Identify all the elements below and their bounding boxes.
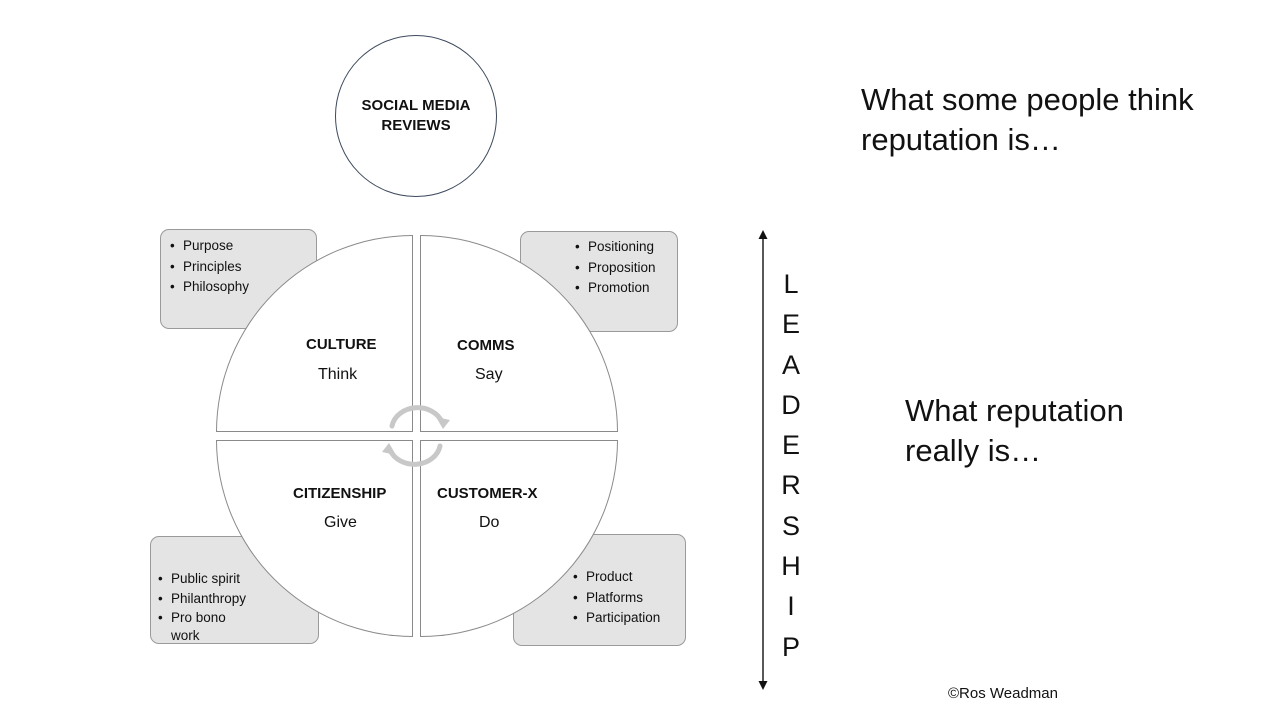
- comms-list: Positioning Proposition Promotion: [575, 237, 677, 299]
- leadership-letter: H: [781, 551, 801, 582]
- copyright-credit: ©Ros Weadman: [948, 685, 1058, 702]
- list-item: Proposition: [575, 258, 677, 279]
- list-item: Philosophy: [170, 277, 316, 298]
- leadership-letter: D: [781, 389, 801, 420]
- list-item: Philanthropy: [158, 589, 318, 609]
- leadership-letter: I: [787, 591, 795, 622]
- headline-top: What some people think reputation is…: [861, 82, 1194, 157]
- comms-verb: Say: [475, 366, 503, 383]
- culture-verb: Think: [318, 366, 358, 383]
- headline-bottom: What reputation really is…: [905, 393, 1124, 468]
- citizenship-verb: Give: [324, 514, 357, 531]
- list-item: Purpose: [170, 236, 316, 257]
- culture-list: Purpose Principles Philosophy: [170, 236, 316, 298]
- culture-title: CULTURE: [306, 336, 377, 353]
- leadership-letter: A: [781, 349, 800, 380]
- citizenship-list: Public spirit Philanthropy Pro bono work: [158, 569, 318, 645]
- list-item: Platforms: [573, 588, 685, 609]
- list-item: Promotion: [575, 278, 677, 299]
- leadership-letter: L: [783, 269, 799, 299]
- list-item: Pro bono work: [158, 609, 318, 645]
- list-item: Principles: [170, 257, 316, 278]
- social-media-reviews-label: SOCIAL MEDIA REVIEWS: [361, 97, 471, 134]
- list-item: Public spirit: [158, 569, 318, 589]
- leadership-letter: P: [781, 631, 800, 662]
- leadership-letter: E: [781, 309, 800, 340]
- list-item: Positioning: [575, 237, 677, 258]
- citizenship-title: CITIZENSHIP: [293, 485, 387, 502]
- comms-title: COMMS: [457, 337, 515, 354]
- list-item: Product: [573, 567, 685, 588]
- customer-verb: Do: [479, 514, 500, 531]
- leadership-letter: R: [781, 470, 801, 501]
- list-item-line: work: [171, 628, 200, 643]
- leadership-double-arrow-icon: [758, 230, 768, 690]
- customer-list: Product Platforms Participation: [573, 567, 685, 629]
- customer-title: CUSTOMER-X: [437, 485, 538, 502]
- leadership-label: L E A D E R S H I P: [771, 264, 811, 667]
- leadership-letter: E: [781, 430, 800, 461]
- list-item: Participation: [573, 608, 685, 629]
- social-media-reviews-circle: SOCIAL MEDIA REVIEWS: [335, 35, 497, 197]
- list-item-line: Pro bono: [171, 610, 226, 625]
- leadership-letter: S: [781, 510, 800, 541]
- cycle-arrows-icon: [382, 405, 450, 467]
